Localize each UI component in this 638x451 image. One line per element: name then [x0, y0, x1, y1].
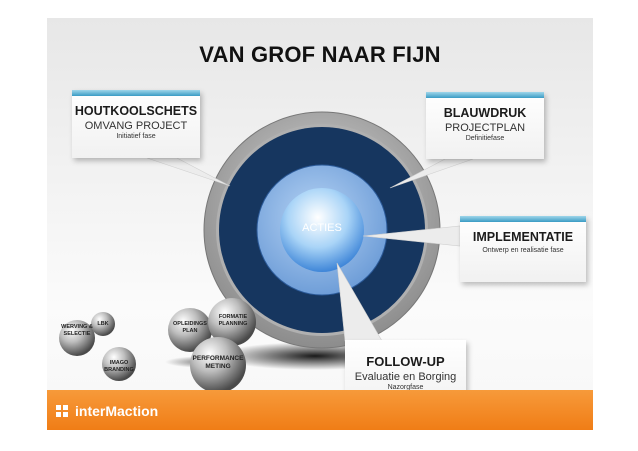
- ball-label-opleidingsplan: OPLEIDINGS PLAN: [173, 321, 207, 334]
- callout-subheading: OMVANG PROJECT: [84, 120, 188, 132]
- callout-phase: Initiatief fase: [116, 133, 156, 140]
- ball-performance: [190, 337, 246, 393]
- callout-heading: BLAUWDRUK: [443, 106, 527, 120]
- footer-bar: interMaction: [47, 390, 593, 430]
- ball-lbk: [91, 312, 115, 336]
- intermaction-logo: interMaction: [56, 403, 158, 419]
- callout-phase: Nazorgfase: [387, 384, 424, 391]
- center-circle: [280, 188, 364, 272]
- page-title: VAN GROF NAAR FIJN: [199, 42, 441, 67]
- callout-subheading: PROJECTPLAN: [444, 122, 526, 134]
- callout-phase: Definitiefase: [465, 135, 505, 142]
- logo-text: interMaction: [75, 403, 159, 419]
- callout-heading: HOUTKOOLSCHETS: [74, 104, 198, 118]
- ball-werving: [59, 320, 95, 356]
- target-diagram: [59, 111, 474, 393]
- ball-label-werving: WERVING & SELECTIE: [61, 324, 93, 337]
- ball-label-lbk: LBK: [97, 321, 109, 327]
- callout-accent-bar: [460, 216, 586, 222]
- callout-implementatie: IMPLEMENTATIE Ontwerp en realisatie fase: [460, 216, 586, 282]
- ball-opleidingsplan: [168, 308, 212, 352]
- callout-accent-bar: [426, 92, 544, 98]
- ball-label-performance: PERFORMANCE METING: [192, 355, 244, 371]
- pointer-houtkoolschets: [146, 157, 231, 187]
- callout-subheading: Evaluatie en Borging: [354, 371, 457, 383]
- ball-label-formatieplanning: FORMATIE PLANNING: [218, 314, 248, 327]
- ball-label-imago: IMAGO BRANDING: [104, 360, 134, 373]
- center-label: ACTIES: [302, 222, 342, 234]
- pointer-blauwdruk: [389, 158, 474, 189]
- logo-mark-icon: [56, 404, 69, 418]
- slide: VAN GROF NAAR FIJN ACTIES HOUTKOOLSCHETS…: [47, 18, 593, 430]
- callout-heading: IMPLEMENTATIE: [472, 230, 574, 244]
- callout-phase: Ontwerp en realisatie fase: [482, 247, 564, 254]
- callout-heading: FOLLOW-UP: [366, 354, 445, 369]
- ball-formatieplanning: [208, 298, 256, 346]
- ball-imago: [102, 347, 136, 381]
- callout-houtkoolschets: HOUTKOOLSCHETS OMVANG PROJECT Initiatief…: [72, 90, 200, 158]
- callout-blauwdruk: BLAUWDRUK PROJECTPLAN Definitiefase: [426, 92, 544, 159]
- callout-accent-bar: [72, 90, 200, 96]
